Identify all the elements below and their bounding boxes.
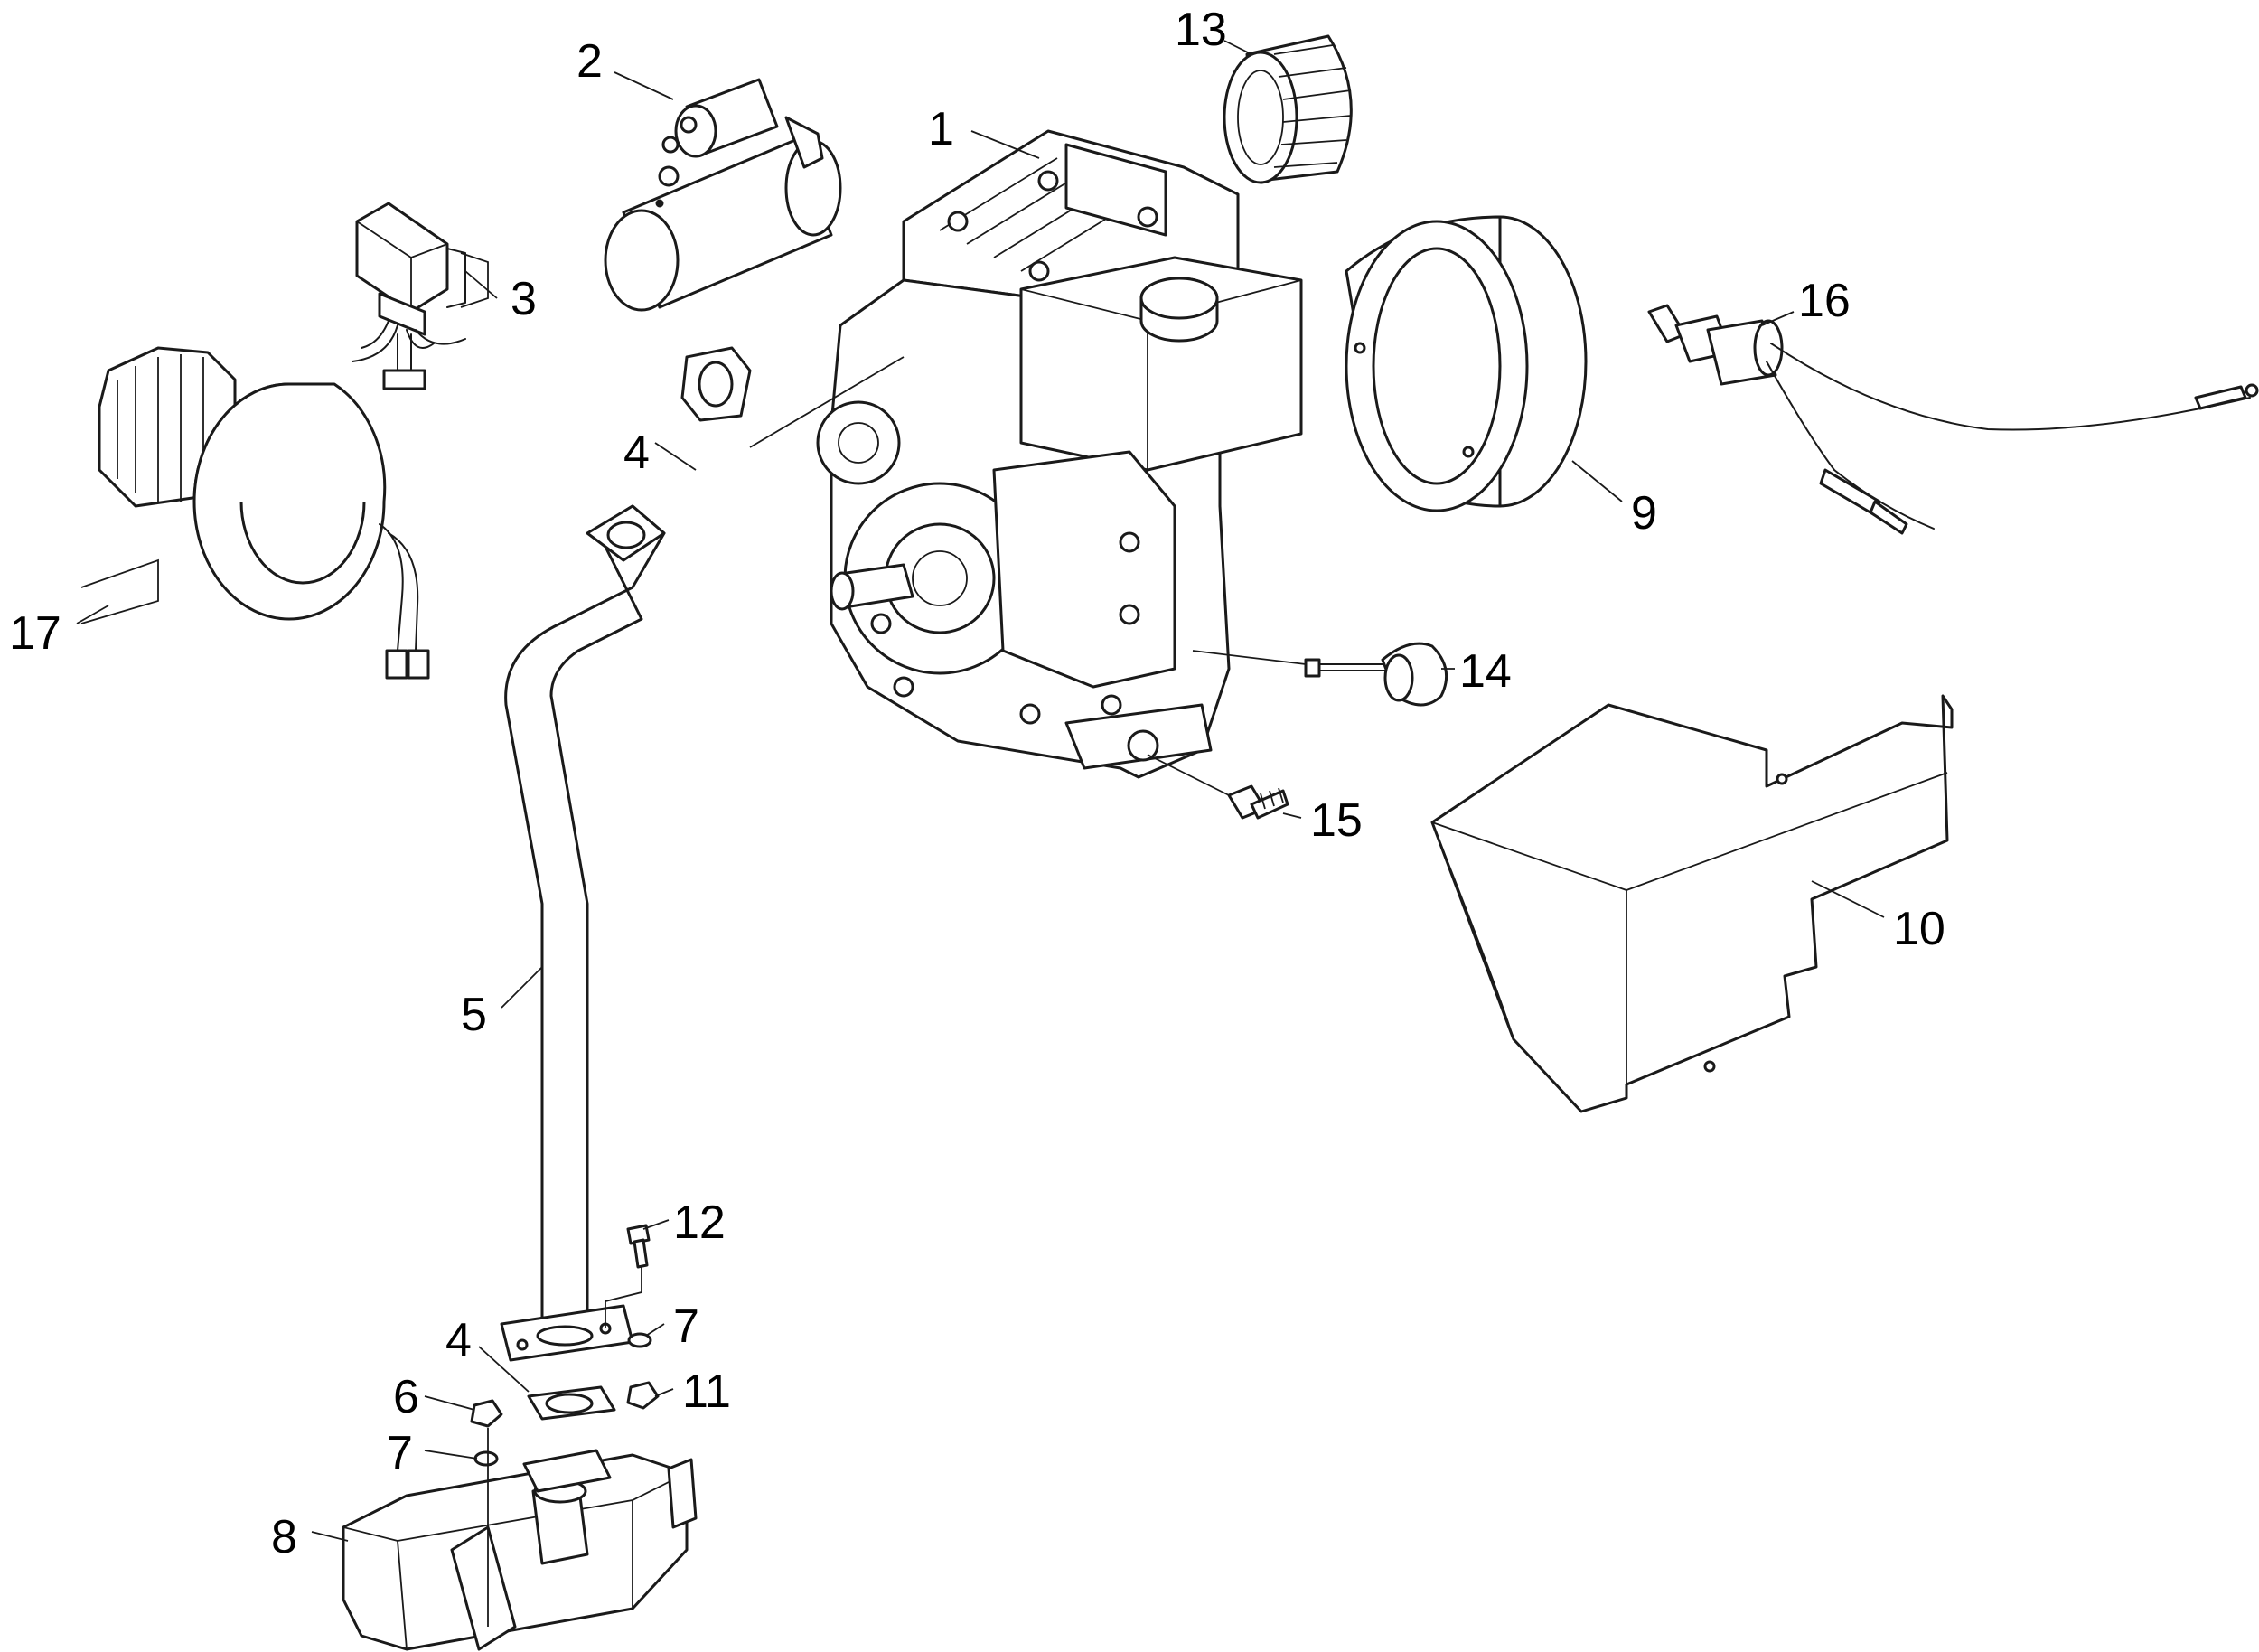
callout-13: 13 (1175, 4, 1227, 56)
leader-7b (424, 1450, 478, 1460)
callout-12: 12 (673, 1197, 726, 1249)
exhaust-pipe-part (500, 504, 666, 1362)
callout-15: 15 (1310, 794, 1363, 847)
leader-4a (654, 442, 697, 471)
leader-17-bracket (80, 558, 159, 624)
callout-16: 16 (1798, 275, 1851, 327)
dipstick-part (1304, 642, 1448, 707)
washer-7-lower-part (473, 1450, 499, 1467)
callout-4-upper: 4 (623, 427, 650, 479)
leader-2 (614, 71, 674, 100)
drain-bolt-part (1227, 784, 1289, 820)
callout-9: 9 (1631, 487, 1657, 540)
leader-8 (311, 1531, 349, 1542)
callout-5: 5 (461, 989, 487, 1041)
leader-14 (1192, 650, 1455, 670)
muffler-part (342, 1449, 698, 1651)
air-filter-part (1223, 34, 1353, 184)
callout-labels: 1 2 3 4 4 5 6 7 7 8 9 10 11 12 13 14 15 … (9, 4, 1945, 1563)
callout-8: 8 (271, 1511, 297, 1563)
leader-15 (1147, 754, 1302, 819)
leader-7a (645, 1323, 665, 1337)
nut-11-part (626, 1381, 660, 1410)
leader-11 (654, 1388, 674, 1397)
ring-cover-part (1345, 215, 1588, 512)
callout-14: 14 (1459, 645, 1512, 698)
leader-12 (642, 1219, 670, 1230)
washer-7-upper-part (627, 1332, 652, 1348)
sensor-cable-part (1647, 304, 2259, 535)
stator-ring-part (98, 346, 430, 680)
engine-part (816, 129, 1303, 779)
leader-13 (1223, 40, 1252, 55)
leader-5 (501, 966, 543, 1009)
leader-4a-b (749, 356, 905, 448)
leader-9 (1571, 460, 1623, 502)
callout-7-upper: 7 (673, 1300, 699, 1353)
callout-11: 11 (682, 1366, 731, 1418)
callout-7-lower: 7 (387, 1427, 413, 1479)
leader-10 (1811, 880, 1885, 918)
gasket-upper-part (680, 346, 752, 422)
leader-6 (424, 1395, 475, 1411)
callout-3: 3 (511, 273, 537, 325)
callout-6: 6 (393, 1371, 419, 1423)
leader-3 (464, 270, 498, 299)
leader-17 (76, 605, 109, 624)
regulator-part (352, 202, 466, 390)
leader-1 (970, 130, 1040, 159)
bolt-12-axis-line (605, 1265, 642, 1328)
callout-2: 2 (576, 35, 603, 88)
callout-17: 17 (9, 607, 61, 660)
leader-16 (1761, 311, 1795, 326)
leader-3-bracket (460, 252, 489, 308)
leader-4b (478, 1346, 530, 1393)
nut-6-part (470, 1399, 503, 1428)
gasket-lower-part (527, 1385, 616, 1421)
callout-1: 1 (928, 103, 954, 155)
bolt-12-part (626, 1224, 651, 1269)
callout-4-lower: 4 (445, 1314, 472, 1366)
belt-guard-part (1430, 694, 1954, 1113)
leader-lines (76, 40, 1885, 1542)
starter-motor-part (604, 78, 842, 312)
callout-10: 10 (1893, 903, 1945, 955)
